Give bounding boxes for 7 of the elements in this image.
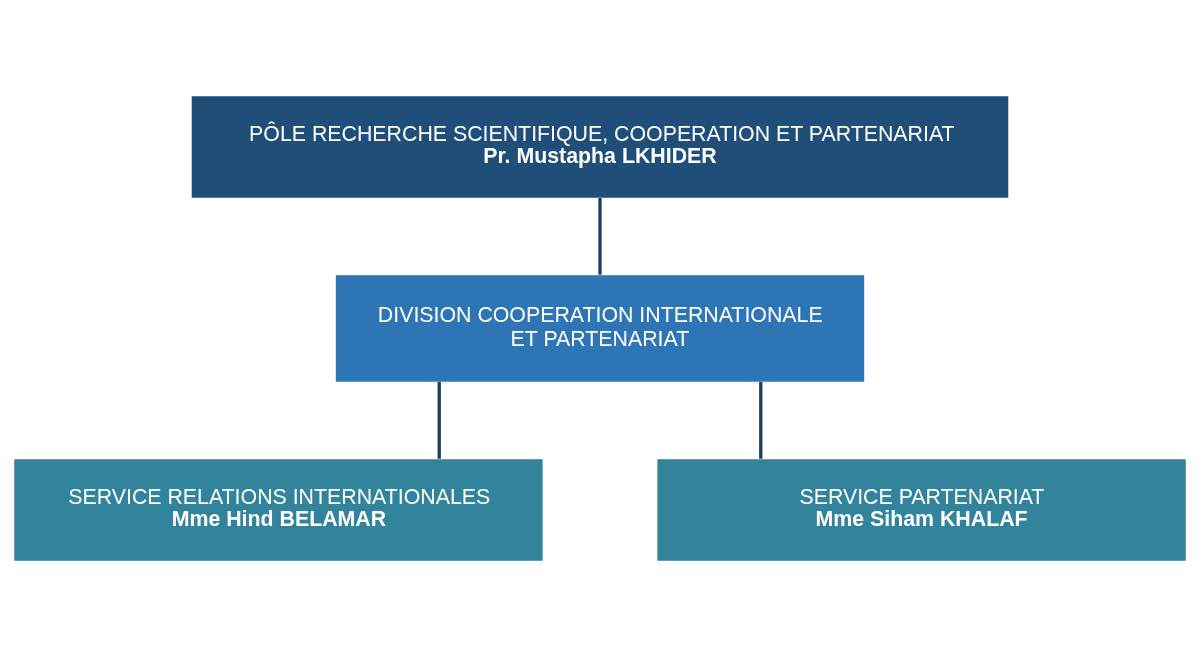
connector <box>759 381 763 459</box>
node-box: SERVICE PARTENARIAT Mme Siham KHALAF <box>657 458 1186 561</box>
connector <box>598 197 602 275</box>
node-box: PÔLE RECHERCHE SCIENTIFIQUE, COOPERATION ET PARTENARIAT Pr. Mustapha LKHIDER <box>191 95 1009 198</box>
node-box: SERVICE RELATIONS INTERNATIONALES Mme Hind BELAMAR <box>14 458 543 561</box>
node-box: DIVISION COOPERATION INTERNATIONALE ET PARTENARIAT <box>335 274 865 382</box>
connector <box>437 381 441 459</box>
